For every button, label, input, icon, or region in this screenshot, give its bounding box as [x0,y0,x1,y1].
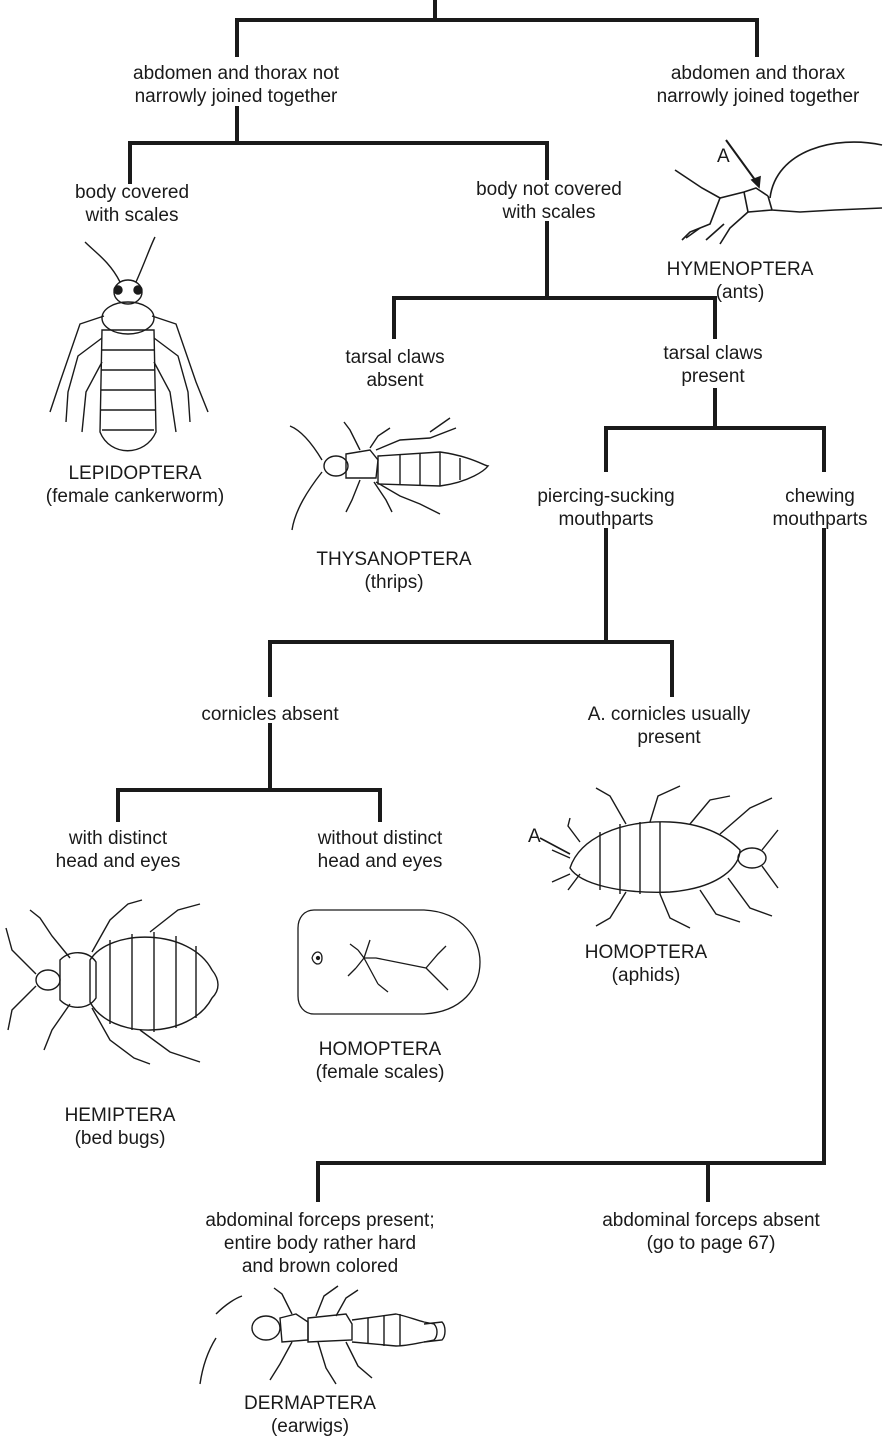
cankerworm-illustration [30,232,230,462]
taxon-homoptera-scales: HOMOPTERA(female scales) [290,1038,470,1084]
scale-insect-illustration [294,900,484,1020]
bracket-head-eyes-line [118,725,380,820]
taxon-thysanoptera: THYSANOPTERA(thrips) [286,548,502,594]
aphid-illustration [540,778,780,938]
taxon-dermaptera: DERMAPTERA(earwigs) [220,1392,400,1438]
earwig-illustration [196,1284,446,1394]
ant-waist-illustration [660,140,880,260]
bracket-waist-line [237,20,757,55]
label-forceps-absent: abdominal forceps absent(go to page 67) [566,1209,856,1255]
bracket-mouthparts-line [606,390,824,470]
taxon-hymenoptera: HYMENOPTERA(ants) [640,258,840,304]
thrips-illustration [280,400,500,550]
taxon-hemiptera: HEMIPTERA(bed bugs) [40,1104,200,1150]
bracket-scales-line [130,108,547,182]
label-forceps-present: abdominal forceps present;entire body ra… [170,1209,470,1278]
pointer-letter-aphid: A [528,826,541,848]
bedbug-illustration [0,880,240,1080]
label-cornicles-absent: cornicles absent [168,703,372,726]
taxon-homoptera-aphids: HOMOPTERA(aphids) [556,941,736,987]
taxon-lepidoptera: LEPIDOPTERA(female cankerworm) [10,462,260,508]
